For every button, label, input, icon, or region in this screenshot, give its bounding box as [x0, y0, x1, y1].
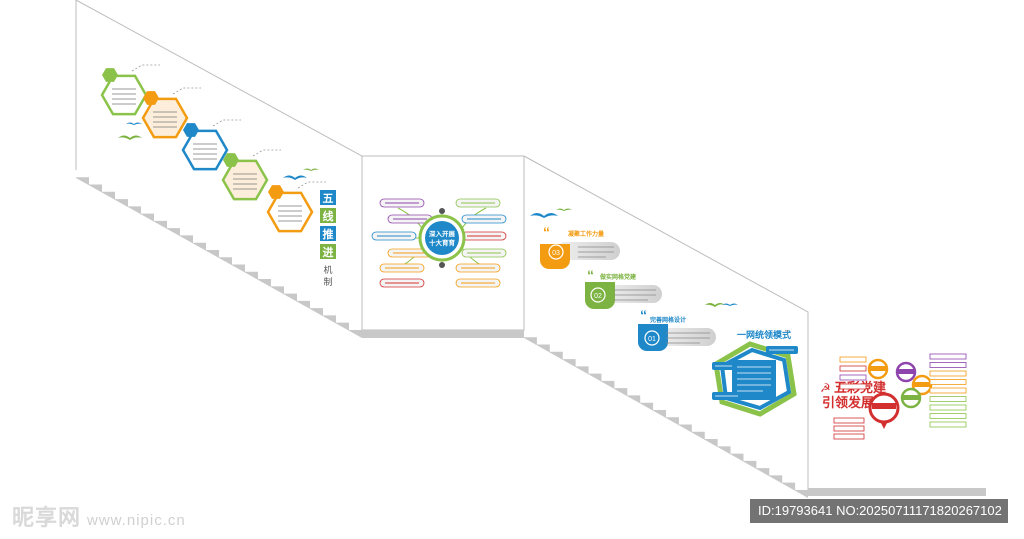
landing-bar-middle	[362, 330, 524, 338]
right-label-box	[929, 396, 967, 402]
bird-icon	[722, 303, 738, 306]
left-label-box	[839, 356, 867, 363]
subtitle-char: 机	[323, 264, 332, 275]
mindmap-pill	[379, 263, 425, 273]
hexagon-badge	[102, 68, 118, 82]
banner-label: 做实网格党建	[599, 273, 637, 281]
title-char: 线	[323, 209, 334, 223]
title-char: 进	[323, 245, 334, 259]
bird-icon	[705, 303, 725, 307]
banner-number: 01	[648, 336, 656, 343]
vertical-title: 五 线 推 进 机 制	[320, 190, 336, 287]
banner-item-02: “ 02 做实网格党建	[585, 267, 662, 309]
banner-item-03: “ 03 凝聚工作力量	[540, 224, 620, 269]
right-label-box	[929, 387, 967, 394]
right-label-box	[929, 370, 967, 377]
mindmap-pill	[461, 248, 507, 258]
hexagon-badge	[268, 185, 284, 199]
landing-bar-bottom	[808, 488, 986, 496]
title-char: 五	[323, 192, 334, 205]
mindmap-center-line2: 十大育育	[429, 238, 456, 247]
hexagon-connector	[131, 64, 160, 72]
hexagon-frame	[100, 74, 148, 116]
mindmap-center-line1: 深入开展	[429, 229, 456, 238]
panel-five-color: ☭ 五彩党建 引领发展	[820, 353, 967, 440]
banner-label: 完善网格设计	[649, 316, 686, 324]
staircase-steps	[76, 170, 809, 498]
hexagon-frame	[221, 159, 269, 201]
svg-text:“: “	[587, 267, 594, 283]
hexagon-item	[221, 149, 281, 201]
svg-text:“: “	[543, 224, 550, 240]
five-color-title-line2: 引领发展	[822, 395, 875, 410]
svg-text:“: “	[640, 307, 647, 323]
banner-label: 凝聚工作力量	[568, 230, 604, 238]
right-label-box	[929, 421, 967, 428]
hexagon-item	[100, 64, 160, 116]
right-label-box	[929, 362, 967, 368]
bird-icon	[283, 175, 307, 180]
mindmap-pill	[455, 278, 501, 288]
banner-number: 02	[594, 293, 602, 300]
watermark-id-text: ID:19793641 NO:20250711171820267102	[758, 503, 1002, 518]
left-label-box	[833, 433, 865, 440]
left-label-box	[833, 417, 865, 424]
hexagon-connector	[252, 149, 281, 157]
left-label-box	[833, 425, 865, 432]
mindmap-pill	[461, 214, 507, 224]
hexagon-item	[141, 87, 201, 139]
right-label-box	[929, 353, 967, 360]
hexagon-frame	[266, 191, 314, 233]
hexagon-frame	[181, 129, 229, 171]
banner-number: 03	[552, 250, 560, 257]
watermark-brand-name: 昵享网	[12, 505, 82, 530]
party-emblem-icon: ☭	[820, 381, 831, 395]
bird-icon	[303, 168, 319, 171]
right-label-box	[929, 379, 967, 385]
five-color-petals	[867, 358, 933, 429]
watermark-url: www.nipic.cn	[87, 512, 186, 529]
hexagon-connector	[212, 119, 241, 127]
grid-mode-heading: 一网统领模式	[737, 329, 791, 340]
hexagon-badge	[183, 123, 199, 137]
bird-icon-group-1	[118, 122, 319, 180]
grid-mode-hexagon	[712, 341, 798, 417]
left-label-box	[839, 365, 867, 372]
panel-radial-mindmap: 深入开展 十大育育	[371, 198, 507, 288]
right-label-box	[929, 404, 967, 411]
hexagon-badge	[143, 91, 159, 105]
bird-icon	[126, 122, 142, 125]
bird-icon	[530, 213, 558, 218]
hexagon-item	[266, 181, 326, 233]
hexagon-connector	[172, 87, 201, 95]
title-char: 推	[323, 227, 334, 241]
stair-flight	[524, 330, 809, 498]
subtitle-char: 制	[323, 276, 332, 287]
left-label-box	[839, 374, 867, 381]
right-label-box	[929, 413, 967, 419]
mindmap-pill	[371, 231, 417, 241]
mindmap-pill	[455, 198, 501, 208]
banner-item-01: “ 01 完善网格设计	[638, 307, 716, 351]
panel-hexagon-mechanism: 五 线 推 进 机 制	[100, 64, 336, 287]
hexagon-badge	[223, 153, 239, 167]
watermark-id-bar: ID:19793641 NO:20250711171820267102	[750, 499, 1008, 523]
hexagon-connector	[297, 181, 326, 189]
panel-grid-mode: “ 03 凝聚工作力量 “ 02 做实网格党建 “ 01	[530, 208, 798, 417]
mindmap-pill	[379, 278, 425, 288]
mindmap-pill	[379, 198, 425, 208]
mindmap-pill	[461, 231, 507, 241]
bird-icon	[556, 208, 572, 211]
stair-flight	[76, 170, 362, 338]
bird-icon	[118, 135, 142, 140]
mindmap-center	[425, 221, 459, 255]
svg-text:”: ”	[785, 329, 788, 340]
left-label-box	[839, 383, 867, 390]
mindmap-pill	[455, 263, 501, 273]
hexagon-item	[181, 119, 241, 171]
hexagon-frame	[141, 97, 189, 139]
watermark-brand: 昵享网 www.nipic.cn	[12, 500, 186, 532]
